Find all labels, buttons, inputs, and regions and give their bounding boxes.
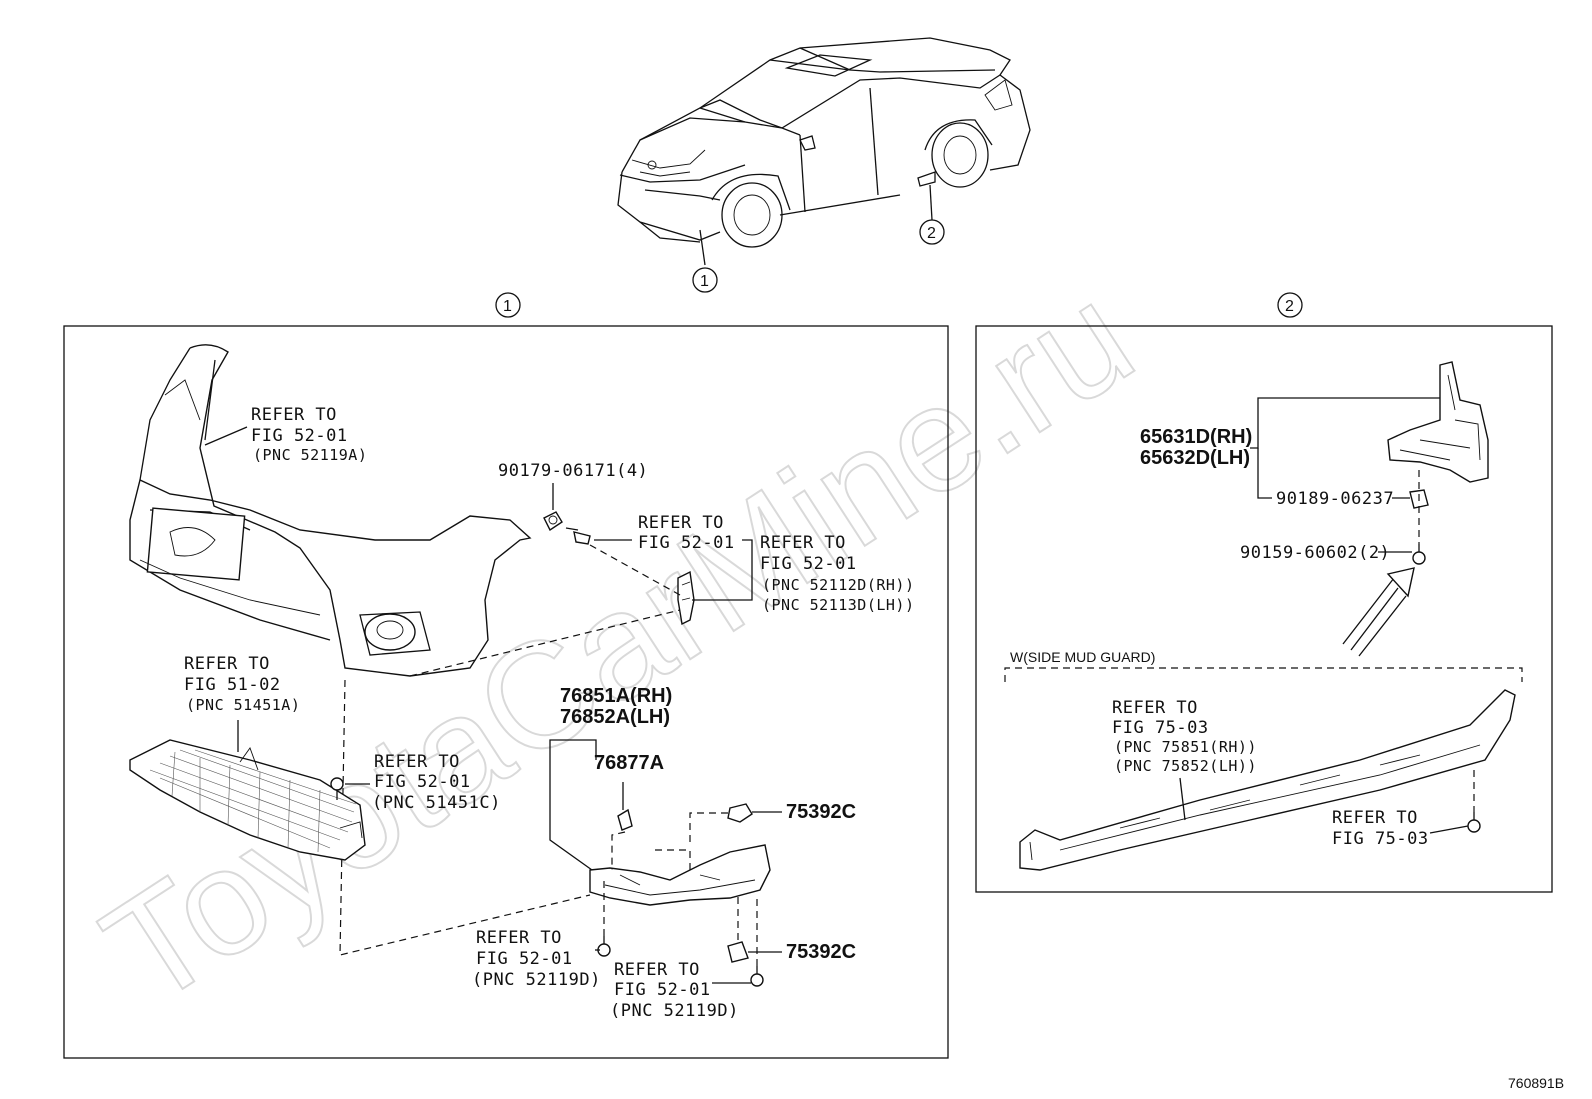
svg-text:(PNC 52112D(RH)): (PNC 52112D(RH)) (762, 576, 915, 594)
svg-text:FIG 52-01: FIG 52-01 (476, 949, 573, 969)
clip-75392c-top (727, 803, 753, 823)
figure-id: 760891B (1508, 1075, 1564, 1091)
callout-1-panel: 1 (495, 292, 521, 318)
guide-spoiler-4 (611, 831, 626, 870)
callout-2-panel: 2 (1277, 292, 1303, 318)
leader-bumper-ref (204, 426, 248, 446)
label-75392c-a: 75392C (786, 801, 856, 823)
svg-text:FIG 52-01: FIG 52-01 (614, 980, 711, 1000)
label-bumper-ref: REFER TO FIG 52-01 (PNC 52119A) (251, 405, 367, 464)
callout-2-car: 2 (919, 219, 945, 245)
label-ref-bracket: REFER TO FIG 52-01 (PNC 52112D(RH)) (PNC… (760, 533, 915, 614)
svg-text:REFER TO: REFER TO (1332, 808, 1418, 828)
svg-text:(PNC 75851(RH)): (PNC 75851(RH)) (1114, 738, 1257, 756)
callout-1-car: 1 (692, 267, 718, 293)
screw-52119d-b (750, 966, 764, 987)
part-76877a (617, 808, 633, 831)
svg-text:(PNC 51451A): (PNC 51451A) (186, 696, 300, 714)
car-overview (617, 37, 1031, 266)
engine-under-cover (129, 739, 366, 861)
front-bumper-cover (129, 344, 532, 677)
side-bracket (677, 570, 695, 626)
svg-text:2: 2 (1285, 298, 1294, 315)
svg-text:FIG 52-01: FIG 52-01 (251, 426, 348, 446)
svg-text:(PNC 52119D): (PNC 52119D) (610, 1001, 739, 1021)
leader-spoiler (549, 739, 593, 871)
svg-text:FIG 52-01: FIG 52-01 (760, 554, 857, 574)
side-mud-guard-bracket (1004, 667, 1523, 682)
svg-text:REFER TO: REFER TO (1112, 698, 1198, 718)
install-arrow (1342, 567, 1415, 657)
mud-guard (1387, 361, 1489, 483)
svg-text:FIG 52-01: FIG 52-01 (374, 772, 471, 792)
leader-mudguard (1250, 397, 1440, 449)
label-screw-90159: 90159-60602(2) (1240, 543, 1390, 563)
svg-text:FIG 51-02: FIG 51-02 (184, 675, 281, 695)
clip-75392c-bottom (727, 941, 749, 963)
label-mudguard-rh: 65631D(RH) (1140, 426, 1252, 448)
leader-bracket (692, 539, 753, 601)
svg-text:REFER TO: REFER TO (184, 654, 270, 674)
svg-text:2: 2 (927, 225, 936, 242)
svg-text:FIG 75-03: FIG 75-03 (1112, 718, 1209, 738)
front-spoiler (589, 844, 771, 906)
label-76877a: 76877A (594, 752, 664, 774)
screw-90159 (1412, 544, 1426, 565)
svg-text:(PNC 52119A): (PNC 52119A) (253, 446, 367, 464)
clip-90179 (543, 511, 563, 532)
svg-text:1: 1 (503, 298, 512, 315)
svg-text:(PNC 52113D(LH)): (PNC 52113D(LH)) (762, 596, 915, 614)
label-75392c-b: 75392C (786, 941, 856, 963)
bolt-rocker (1467, 812, 1481, 833)
label-spoiler-lh: 76852A(LH) (560, 706, 670, 728)
clip-screw-upper (565, 527, 591, 545)
label-ref-bolt: REFER TO FIG 52-01 (PNC 51451C) (372, 752, 501, 813)
leader-rocker-bolt (1429, 825, 1469, 834)
screw-52119d-a (597, 936, 611, 957)
panel-2-frame (975, 325, 1553, 893)
label-spoiler-rh: 76851A(RH) (560, 685, 672, 707)
watermark: ToyotaCarMine.ru (76, 251, 1160, 1037)
label-mudguard-lh: 65632D(LH) (1140, 447, 1250, 469)
panel-1-frame (63, 325, 949, 1059)
label-clip-90179: 90179-06171(4) (498, 461, 648, 481)
label-ref-upper: REFER TO FIG 52-01 (638, 513, 735, 553)
svg-text:(PNC 51451C): (PNC 51451C) (372, 793, 501, 813)
svg-text:REFER TO: REFER TO (374, 752, 460, 772)
svg-text:1: 1 (700, 273, 709, 290)
label-ref-screw-b: REFER TO FIG 52-01 (PNC 52119D) (610, 960, 739, 1021)
label-clip-90189: 90189-06237 (1276, 489, 1394, 509)
svg-text:REFER TO: REFER TO (760, 533, 846, 553)
label-ref-screw-a: REFER TO FIG 52-01 (PNC 52119D) (472, 928, 601, 990)
label-ref-fig: REFER TO FIG 75-03 (1332, 808, 1429, 849)
guide-spoiler-5 (689, 812, 728, 845)
svg-text:REFER TO: REFER TO (614, 960, 700, 980)
svg-text:FIG 75-03: FIG 75-03 (1332, 829, 1429, 849)
label-ref-under: REFER TO FIG 51-02 (PNC 51451A) (184, 654, 300, 714)
guide-bumper-down (339, 679, 591, 956)
bolt-51451c (330, 777, 344, 800)
svg-text:(PNC 52119D): (PNC 52119D) (472, 970, 601, 990)
guide-spoiler-6 (655, 849, 691, 870)
leader-rocker-ref (1179, 777, 1186, 821)
leader-mudguard-b (1257, 448, 1272, 499)
svg-text:REFER TO: REFER TO (476, 928, 562, 948)
leader-spoiler-b (590, 739, 597, 760)
svg-text:REFER TO: REFER TO (638, 513, 724, 533)
guide-bumper-bracket (409, 609, 681, 677)
label-ref-sill: REFER TO FIG 75-03 (PNC 75851(RH)) (PNC … (1112, 698, 1257, 775)
label-side-mud-guard: W(SIDE MUD GUARD) (1010, 649, 1155, 665)
svg-text:(PNC 75852(LH)): (PNC 75852(LH)) (1114, 757, 1257, 775)
rocker-panel (1019, 689, 1516, 871)
svg-text:REFER TO: REFER TO (251, 405, 337, 425)
svg-text:FIG 52-01: FIG 52-01 (638, 533, 735, 553)
guide-clip-bracket (589, 544, 681, 596)
